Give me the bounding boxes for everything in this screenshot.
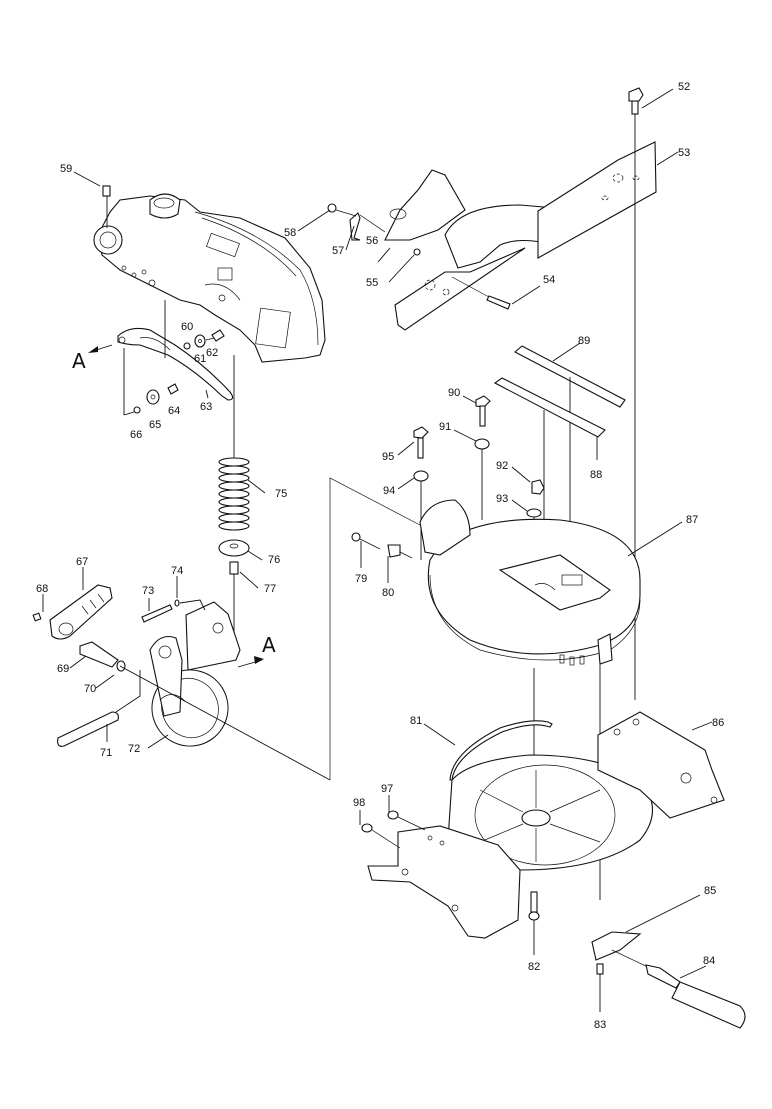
part-label-71: 71 xyxy=(100,747,112,759)
part-76-spring-holder xyxy=(218,539,263,561)
parts-79-80 xyxy=(351,532,413,583)
part-83-screw xyxy=(596,963,604,1012)
section-marker-a-left: A xyxy=(72,344,113,373)
part-85-lock-lever xyxy=(591,894,701,961)
part-69-bolt xyxy=(69,641,119,669)
part-68-screw xyxy=(32,594,44,622)
part-label-59: 59 xyxy=(60,163,72,175)
part-label-72: 72 xyxy=(128,743,140,755)
part-label-87: 87 xyxy=(686,514,698,526)
part-label-53: 53 xyxy=(678,147,690,159)
part-label-91: 91 xyxy=(439,421,451,433)
part-label-95: 95 xyxy=(382,451,394,463)
part-53-fence-right xyxy=(537,141,679,259)
part-label-77: 77 xyxy=(264,583,276,595)
part-label-65: 65 xyxy=(149,419,161,431)
part-91-hex-nut xyxy=(453,429,490,520)
part-74-retaining-ring xyxy=(174,576,206,611)
part-label-57: 57 xyxy=(332,245,344,257)
part-label-52: 52 xyxy=(678,81,690,93)
part-label-74: 74 xyxy=(171,565,183,577)
blade-guard-housing xyxy=(93,193,326,363)
part-label-76: 76 xyxy=(268,554,280,566)
spring-coil xyxy=(218,481,250,491)
section-marker-a-right: A xyxy=(237,633,276,668)
part-94-hex-nut xyxy=(397,470,429,560)
part-63-link-plate xyxy=(117,300,234,416)
part-71-pin xyxy=(57,670,141,747)
part-label-68: 68 xyxy=(36,583,48,595)
part-label-79: 79 xyxy=(355,573,367,585)
spring-coil xyxy=(218,465,250,475)
part-label-69: 69 xyxy=(57,663,69,675)
part-label-98: 98 xyxy=(353,797,365,809)
part-label-58: 58 xyxy=(284,227,296,239)
part-86-base xyxy=(367,711,725,939)
part-label-63: 63 xyxy=(200,401,212,413)
spring-coil xyxy=(218,497,250,507)
part-label-66: 66 xyxy=(130,429,142,441)
part-81-scale-ring xyxy=(423,720,553,781)
part-95-hex-bolt xyxy=(397,426,429,459)
spring-coil xyxy=(218,521,250,531)
part-label-54: 54 xyxy=(543,274,555,286)
part-72-pivot-holder xyxy=(119,601,331,781)
part-87-turn-table xyxy=(419,499,683,900)
part-75-compression-spring xyxy=(218,355,266,531)
section-marker-label: A xyxy=(262,633,276,657)
part-label-55: 55 xyxy=(366,277,378,289)
part-label-89: 89 xyxy=(578,335,590,347)
parts-55-58 xyxy=(297,203,421,283)
part-label-83: 83 xyxy=(594,1019,606,1031)
part-label-97: 97 xyxy=(381,783,393,795)
part-label-88: 88 xyxy=(590,469,602,481)
spring-coil xyxy=(218,473,250,483)
part-label-86: 86 xyxy=(712,717,724,729)
spring-coil xyxy=(218,513,250,523)
part-90-hex-bolt xyxy=(462,395,491,427)
part-84-grip-handle xyxy=(611,949,746,1029)
assembly-leader-frame xyxy=(329,477,421,780)
hardware-60-66 xyxy=(133,329,225,414)
part-67-handle-arm xyxy=(49,567,113,640)
part-82-bolt xyxy=(528,891,540,955)
parts-97-98 xyxy=(359,795,426,849)
part-label-61: 61 xyxy=(194,353,206,365)
part-label-81: 81 xyxy=(410,715,422,727)
part-label-82: 82 xyxy=(528,961,540,973)
part-label-92: 92 xyxy=(496,460,508,472)
part-label-84: 84 xyxy=(703,955,715,967)
part-label-90: 90 xyxy=(448,387,460,399)
part-label-67: 67 xyxy=(76,556,88,568)
part-70-washer xyxy=(95,660,126,689)
part-label-64: 64 xyxy=(168,405,180,417)
part-92-nut xyxy=(511,466,545,495)
part-label-94: 94 xyxy=(383,485,395,497)
part-label-56: 56 xyxy=(366,235,378,247)
part-54-screw xyxy=(451,276,541,310)
part-label-75: 75 xyxy=(275,488,287,500)
part-label-80: 80 xyxy=(382,587,394,599)
section-marker-label: A xyxy=(72,349,86,373)
part-label-85: 85 xyxy=(704,885,716,897)
part-label-73: 73 xyxy=(142,585,154,597)
spring-coil xyxy=(218,505,250,515)
part-label-62: 62 xyxy=(206,347,218,359)
spring-coil xyxy=(218,457,250,467)
fence-left-assembly xyxy=(384,169,556,331)
part-label-70: 70 xyxy=(84,683,96,695)
part-59-set-screw xyxy=(73,171,111,228)
spring-coil xyxy=(218,489,250,499)
part-73-pin xyxy=(141,598,173,623)
part-label-60: 60 xyxy=(181,321,193,333)
part-label-93: 93 xyxy=(496,493,508,505)
